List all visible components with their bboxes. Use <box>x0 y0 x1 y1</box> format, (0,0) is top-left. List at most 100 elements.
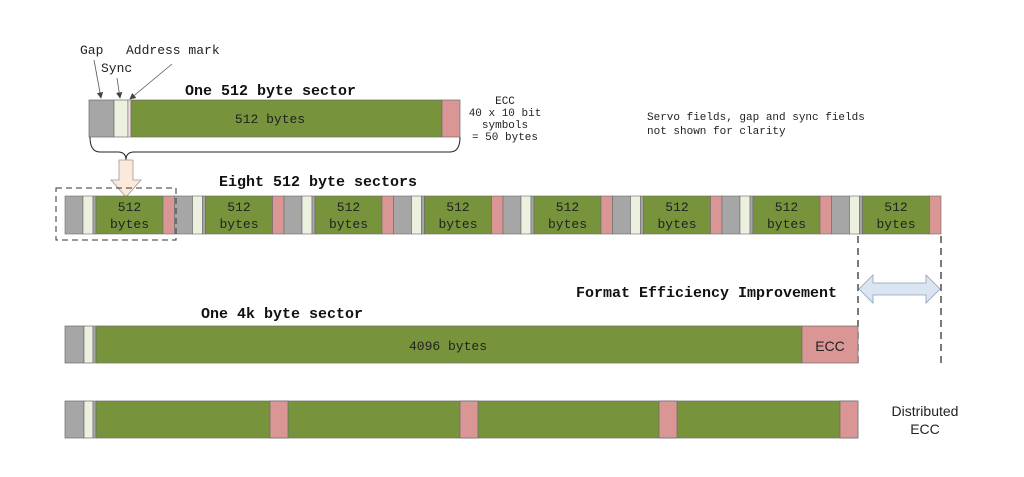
sync-callout-arrow <box>116 77 123 99</box>
data-field <box>533 195 602 235</box>
sector-512-title: One 512 byte sector <box>185 83 356 100</box>
ecc-segment <box>839 400 859 439</box>
down-arrow-icon <box>110 159 142 198</box>
ecc-note-line: symbols <box>482 120 528 132</box>
sector-label-line-2: bytes <box>876 217 915 232</box>
ecc-field <box>929 195 942 235</box>
gap-field <box>64 325 85 364</box>
distributed-ecc-label-line-2: ECC <box>910 421 940 437</box>
sector-512-bar <box>88 99 461 138</box>
ecc-field <box>491 195 504 235</box>
sector-label-line-2: bytes <box>329 217 368 232</box>
address-mark-callout-arrow <box>129 63 173 100</box>
sync-field <box>192 195 203 235</box>
double-arrow-icon <box>858 274 941 304</box>
address-mark-field <box>202 195 206 235</box>
gap-field <box>88 99 115 138</box>
ecc-field <box>441 99 461 138</box>
data-field <box>95 325 803 364</box>
data-field <box>95 195 164 235</box>
gap-field <box>612 195 631 235</box>
address-mark-field <box>92 195 97 235</box>
ecc-field <box>710 195 723 235</box>
address-mark-field <box>859 195 863 235</box>
sync-field <box>849 195 860 235</box>
sector-4k-title: One 4k byte sector <box>201 306 363 323</box>
sector-label-line-2: bytes <box>110 217 149 232</box>
sector-4k-ecc-label: ECC <box>815 338 845 354</box>
eight-sectors-bar: 512 bytes 512 bytes 512 bytes 512 bytes 512 bytes… <box>64 195 942 235</box>
gap-field <box>64 195 84 235</box>
address-mark-field <box>530 195 535 235</box>
sync-field <box>630 195 641 235</box>
ecc-field <box>801 325 859 364</box>
sector-label-line-2: bytes <box>548 217 587 232</box>
gap-field <box>721 195 741 235</box>
ecc-field <box>272 195 285 235</box>
sector-label-line-1: 512 <box>227 200 250 215</box>
ecc-note-line: ECC <box>495 96 515 108</box>
sync-callout-label: Sync <box>101 61 132 76</box>
sector-label-line-2: bytes <box>438 217 477 232</box>
sync-field <box>113 99 129 138</box>
gap-field <box>393 195 412 235</box>
gap-field <box>831 195 850 235</box>
servo-note-line-2: not shown for clarity <box>647 126 786 138</box>
ecc-note-line: = 50 bytes <box>472 132 538 144</box>
address-mark-field <box>92 325 97 364</box>
servo-note-line-1: Servo fields, gap and sync fields <box>647 112 865 124</box>
gap-callout-arrow <box>93 59 104 99</box>
sector-label-line-1: 512 <box>884 200 907 215</box>
sync-field <box>83 325 94 364</box>
sync-field <box>301 195 313 235</box>
ecc-field <box>819 195 832 235</box>
ecc-field <box>162 195 175 235</box>
address-mark-field <box>640 195 644 235</box>
gap-field <box>174 195 193 235</box>
sector-label-line-1: 512 <box>118 200 141 215</box>
sector-512-data-label: 512 bytes <box>235 112 305 127</box>
distributed-ecc-label-line-1: Distributed <box>892 403 959 419</box>
gap-field <box>64 400 85 439</box>
address-mark-field <box>311 195 316 235</box>
sector-7: 512 bytes <box>721 195 832 235</box>
address-mark-field <box>421 195 425 235</box>
data-field <box>862 195 930 235</box>
sector-3: 512 bytes <box>283 195 394 235</box>
sector-label-line-1: 512 <box>446 200 469 215</box>
data-field <box>205 195 273 235</box>
format-efficiency-label: Format Efficiency Improvement <box>576 285 837 302</box>
sector-label-line-2: bytes <box>219 217 258 232</box>
sector-2: 512 bytes <box>174 195 285 235</box>
ecc-note-line: 40 x 10 bit <box>469 108 542 120</box>
ecc-field <box>381 195 394 235</box>
ecc-segment <box>658 400 678 439</box>
address-mark-callout-label: Address mark <box>126 43 220 58</box>
sector-1: 512 bytes <box>64 195 175 235</box>
ecc-segment <box>459 400 479 439</box>
sync-field <box>520 195 532 235</box>
address-mark-field <box>92 400 97 439</box>
gap-field <box>502 195 522 235</box>
first-sector-highlight <box>55 187 177 241</box>
data-field <box>643 195 711 235</box>
eight-sectors-title: Eight 512 byte sectors <box>219 174 417 191</box>
sector-label-line-1: 512 <box>337 200 360 215</box>
gap-field <box>283 195 303 235</box>
data-field <box>314 195 383 235</box>
address-mark-field <box>127 99 132 138</box>
data-field <box>424 195 492 235</box>
sector-label-line-1: 512 <box>556 200 579 215</box>
sector-label-line-1: 512 <box>775 200 798 215</box>
sector-label-line-1: 512 <box>665 200 688 215</box>
sector-4k-bar <box>64 325 859 364</box>
sector-label-line-2: bytes <box>767 217 806 232</box>
sector-brace <box>89 136 461 161</box>
sector-4k-data-label: 4096 bytes <box>409 339 487 354</box>
ecc-segment <box>269 400 289 439</box>
sync-field <box>411 195 422 235</box>
distributed-ecc-bar <box>64 400 859 439</box>
sector-4: 512 bytes <box>393 195 504 235</box>
